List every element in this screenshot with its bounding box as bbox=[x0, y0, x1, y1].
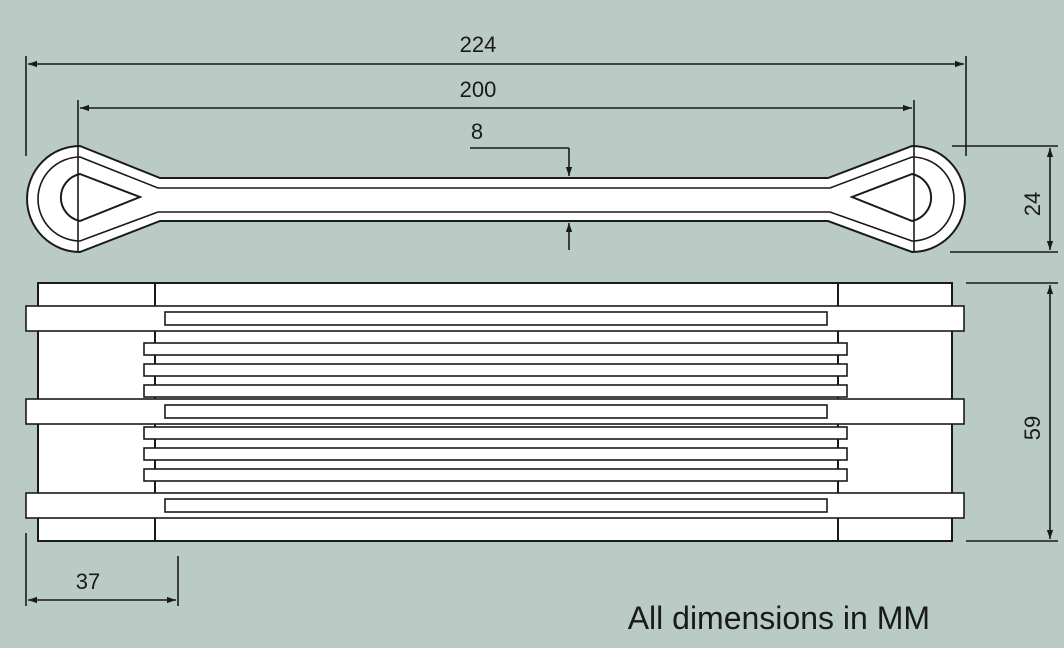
dim-eye-height bbox=[950, 145, 1058, 253]
stack-layer-short-2 bbox=[164, 311, 828, 326]
dim-eye-height-label: 24 bbox=[1020, 192, 1045, 216]
sling-outline bbox=[26, 144, 966, 254]
dim-strap-thickness-label: 8 bbox=[471, 119, 483, 144]
stack-layer-mid-3 bbox=[143, 342, 848, 356]
stack-layers bbox=[25, 305, 965, 519]
dim-overall-length bbox=[25, 56, 967, 156]
sling-stack-view bbox=[25, 282, 965, 542]
dim-strap-thickness bbox=[470, 147, 573, 250]
dim-stack-height-label: 59 bbox=[1020, 416, 1045, 440]
stack-layer-mid-8 bbox=[143, 426, 848, 440]
dim-eye-center-distance bbox=[77, 100, 915, 252]
sling-top-view bbox=[26, 144, 966, 254]
units-note: All dimensions in MM bbox=[628, 600, 930, 636]
stack-layer-mid-5 bbox=[143, 384, 848, 398]
stack-layer-mid-4 bbox=[143, 363, 848, 377]
stack-layer-short-12 bbox=[164, 498, 828, 513]
dim-end-block-width-label: 37 bbox=[76, 569, 100, 594]
stack-layer-short-7 bbox=[164, 404, 828, 419]
dim-stack-height bbox=[966, 282, 1058, 542]
stack-layer-mid-10 bbox=[143, 468, 848, 482]
sling-inner-outline bbox=[37, 156, 955, 242]
dim-eye-center-distance-label: 200 bbox=[460, 77, 497, 102]
stack-layer-mid-9 bbox=[143, 447, 848, 461]
dim-end-block-width bbox=[25, 533, 179, 606]
dim-overall-length-label: 224 bbox=[460, 32, 497, 57]
